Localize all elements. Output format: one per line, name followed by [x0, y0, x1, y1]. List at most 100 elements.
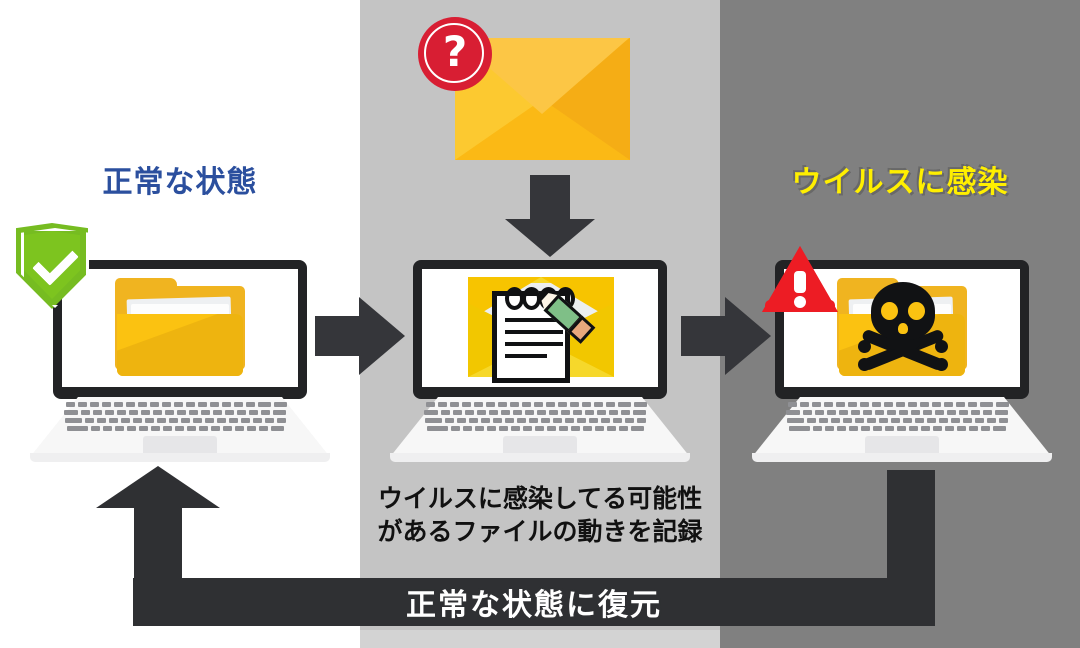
keyboard-key [891, 418, 900, 423]
keyboard-key [103, 426, 112, 431]
keyboard-key [609, 410, 618, 415]
keyboard-key [511, 426, 520, 431]
laptop-screen-normal [62, 269, 298, 387]
keyboard-row [65, 418, 286, 423]
warning-triangle-icon [762, 246, 838, 312]
arrow-shaft [530, 175, 570, 225]
keyboard-key [465, 410, 474, 415]
laptop-base-lip [30, 453, 330, 462]
keyboard-key [957, 426, 966, 431]
keyboard-key [887, 410, 896, 415]
keyboard-key [571, 426, 580, 431]
keyboard-key [115, 426, 124, 431]
crossbone-knob [858, 340, 871, 353]
keyboard-row [787, 418, 1008, 423]
keyboard-key [788, 402, 797, 407]
keyboard-key [425, 418, 442, 423]
crossbone-knob [935, 340, 948, 353]
keyboard-key [510, 402, 519, 407]
keyboard-key [606, 402, 615, 407]
envelope-icon [455, 38, 630, 160]
keyboard-row [427, 426, 644, 431]
arrow-up-icon [96, 466, 220, 508]
keyboard-key [631, 426, 644, 431]
keyboard-key [67, 426, 88, 431]
panel-logging-footer-strip [360, 630, 720, 648]
laptop-base-lip [390, 453, 690, 462]
exclamation-dot [794, 296, 806, 308]
badge-inner-ring [424, 23, 484, 83]
keyboard-key [875, 410, 884, 415]
keyboard-key [271, 426, 284, 431]
keyboard-key [211, 426, 220, 431]
keyboard-key [85, 418, 94, 423]
keyboard-key [189, 410, 198, 415]
keyboard-key [65, 418, 82, 423]
restore-path-left-stem [134, 500, 182, 584]
keyboard-key [217, 418, 226, 423]
keyboard-key [163, 426, 172, 431]
keyboard-key [923, 410, 932, 415]
keyboard-key [114, 402, 123, 407]
keyboard-key [789, 426, 810, 431]
keyboard-key [105, 410, 114, 415]
keyboard-key [634, 402, 647, 407]
keyboard-key [980, 402, 993, 407]
keyboard-key [585, 410, 594, 415]
keyboard-key [836, 402, 845, 407]
laptop-infected [752, 260, 1052, 470]
keyboard-key [139, 426, 148, 431]
keyboard-key [169, 418, 178, 423]
keyboard-key [451, 426, 460, 431]
keyboard-key [558, 402, 567, 407]
keyboard-key [274, 402, 287, 407]
keyboard-row [66, 402, 287, 407]
keyboard-key [999, 418, 1008, 423]
keyboard-key [153, 410, 162, 415]
keyboard-key [486, 402, 495, 407]
keyboard-key [594, 402, 603, 407]
keyboard-key [441, 410, 450, 415]
keyboard-key [457, 418, 466, 423]
keyboard-key [151, 426, 160, 431]
shield-inner-outline [21, 228, 89, 308]
keyboard-key [996, 402, 1009, 407]
keyboard-key [812, 402, 821, 407]
keyboard-key [90, 402, 99, 407]
keyboard-key [438, 402, 447, 407]
arrow-down-icon [505, 175, 595, 257]
keyboard-key [547, 426, 556, 431]
keyboard-key [277, 418, 286, 423]
keyboard-key [505, 418, 514, 423]
keyboard-key [126, 402, 135, 407]
skull-eye [881, 302, 898, 320]
keyboard-key [863, 410, 872, 415]
keyboard-key [987, 418, 996, 423]
arrow-shaft [681, 316, 733, 356]
keyboard-row [789, 426, 1006, 431]
keyboard-key [165, 410, 174, 415]
keyboard-key [625, 418, 634, 423]
arrow-right-icon [315, 297, 405, 375]
keyboard-key [445, 418, 454, 423]
keyboard-key [873, 426, 882, 431]
keyboard-key [534, 402, 543, 407]
keyboard-key [205, 418, 214, 423]
keyboard-key [174, 402, 183, 407]
keyboard-key [861, 426, 870, 431]
keyboard-key [975, 418, 984, 423]
keyboard-row [424, 410, 646, 415]
keyboard-key [932, 402, 941, 407]
keyboard-key [489, 410, 498, 415]
keyboard-key [837, 426, 846, 431]
keyboard-key [481, 418, 490, 423]
keyboard-key [501, 410, 510, 415]
keyboard-key [849, 426, 858, 431]
restore-path-right-stem [887, 470, 935, 582]
restore-path-bar [133, 578, 935, 626]
keyboard-key [424, 410, 438, 415]
keyboard-key [187, 426, 196, 431]
infected-folder-skull-icon [837, 278, 967, 378]
keyboard-key [102, 402, 111, 407]
